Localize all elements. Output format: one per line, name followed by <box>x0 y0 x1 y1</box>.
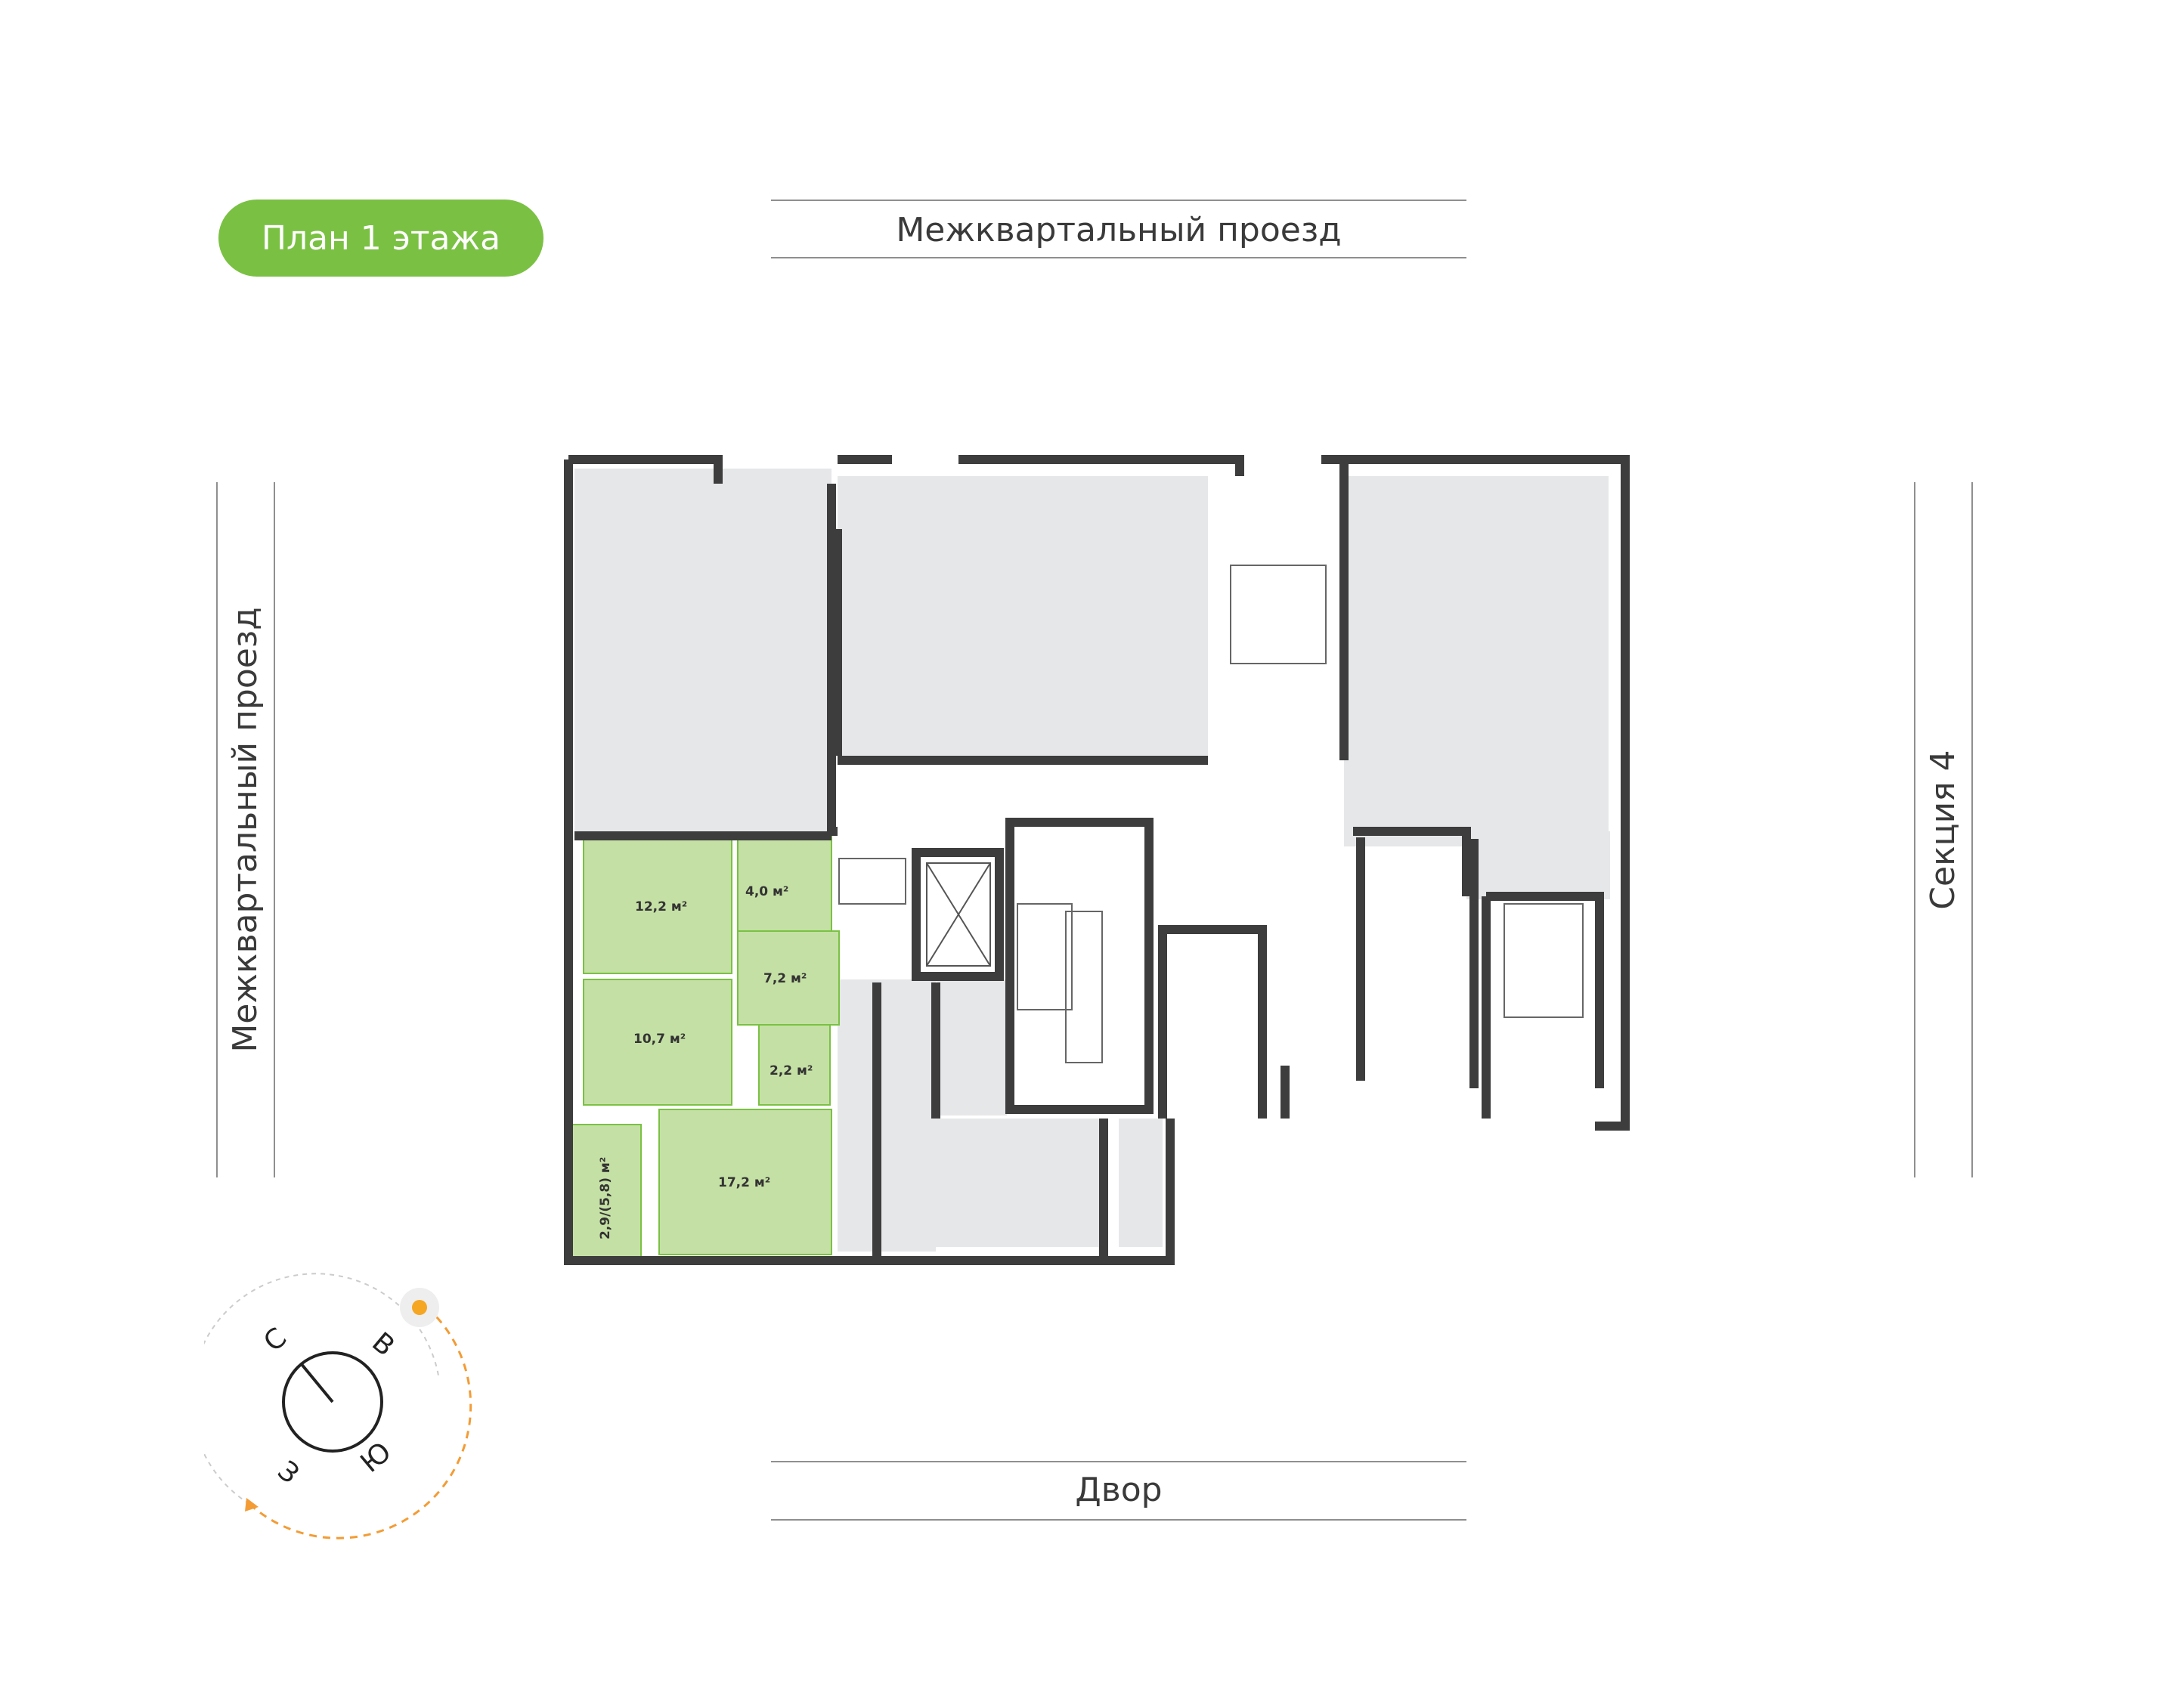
wall-outline-lower-right <box>1158 925 1290 1119</box>
street-bottom-line-upper <box>771 1461 1466 1462</box>
room-shop-bottom-2 <box>1119 1119 1163 1247</box>
street-top-line-upper <box>771 200 1466 201</box>
apt-room-7 <box>737 930 840 1026</box>
wall-outline-right <box>1595 499 1630 1131</box>
apt-room-12 <box>583 835 732 974</box>
compass-west-label: З <box>271 1455 305 1490</box>
elevator-shaft <box>926 862 991 967</box>
compass: С В Ю З <box>204 1273 472 1539</box>
room-hall-2 <box>937 979 1007 1115</box>
street-left-line-outer <box>216 482 218 1177</box>
room-label-4: 4,0 м² <box>745 884 788 899</box>
plan-room-fills <box>574 469 1610 1252</box>
street-bottom-label: Двор <box>1075 1470 1163 1509</box>
wall-right-stair <box>1482 892 1604 1119</box>
stair-core <box>1017 903 1073 1010</box>
stair-top <box>1230 565 1327 664</box>
room-label-2: 2,2 м² <box>770 1063 813 1078</box>
stair-right <box>1503 903 1584 1018</box>
floor-plan-badge: План 1 этажа <box>218 200 543 277</box>
wall-stair-core <box>1005 818 1154 1114</box>
room-shop-bottom <box>877 1119 1104 1247</box>
compass-dial <box>282 1351 383 1453</box>
sun-icon <box>412 1300 427 1315</box>
street-right-line-inner <box>1971 482 1973 1177</box>
wall-middle-horizontal <box>574 476 1349 840</box>
stair-left-small <box>838 858 906 905</box>
wall-elevator <box>912 848 1004 981</box>
apt-room-17 <box>658 1109 832 1255</box>
street-top-label: Межквартальный проезд <box>896 210 1342 249</box>
stair-flights <box>838 565 1584 1063</box>
plan-walls <box>564 455 1630 1265</box>
wall-corridor-right <box>1353 827 1479 1088</box>
elevator-box <box>926 862 991 967</box>
stair-core-2 <box>1065 911 1103 1063</box>
apartment-highlight <box>568 835 840 1258</box>
street-top-line-lower <box>771 257 1466 258</box>
compass-sun-path <box>248 1306 472 1539</box>
room-wc-2 <box>838 688 978 756</box>
wall-bottom-shop <box>872 982 1108 1261</box>
floor-plan-badge-label: План 1 этажа <box>261 218 501 258</box>
room-label-7: 7,2 м² <box>763 971 807 986</box>
room-label-terrace: 2,9/(5,8) м² <box>598 1157 613 1239</box>
room-label-17: 17,2 м² <box>718 1175 770 1190</box>
street-left-line-inner <box>274 482 275 1177</box>
wall-outline-left <box>564 459 1175 1265</box>
apt-room-2 <box>758 1024 831 1106</box>
wall-left-section <box>827 484 842 836</box>
wall-outline-top-1 <box>568 455 1244 484</box>
street-bottom-line-lower <box>771 1519 1466 1521</box>
compass-needle <box>299 1362 334 1403</box>
wall-outline-top-2 <box>1321 455 1630 499</box>
apt-room-10 <box>583 979 732 1106</box>
room-label-10: 10,7 м² <box>633 1032 686 1047</box>
elevator-cross-2 <box>926 862 991 967</box>
compass-east-label: В <box>366 1326 400 1362</box>
street-right-line-outer <box>1914 482 1915 1177</box>
room-wc-1 <box>733 756 822 831</box>
room-wc-3 <box>1486 831 1599 884</box>
room-label-12: 12,2 м² <box>635 899 687 914</box>
room-commercial-3 <box>1344 476 1609 846</box>
room-labels: 12,2 м² 4,0 м² 7,2 м² 10,7 м² 2,2 м² 17,… <box>598 884 813 1239</box>
compass-sun-arrow <box>245 1498 259 1512</box>
compass-north-label: С <box>258 1322 293 1358</box>
apt-room-4 <box>737 835 832 932</box>
